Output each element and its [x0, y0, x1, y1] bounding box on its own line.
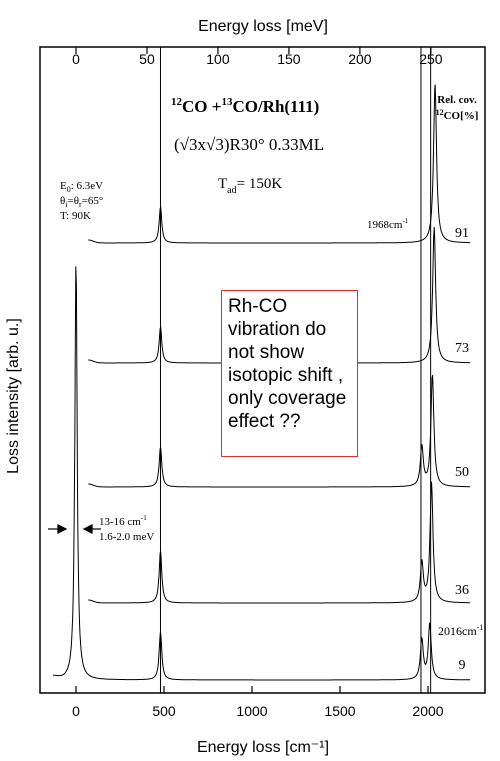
theta-label: θi=θr=65°	[60, 195, 103, 209]
top-tick-label: 50	[139, 51, 155, 67]
spectrum-line	[88, 375, 471, 488]
annotation-line: Rh-CO	[228, 296, 288, 317]
bottom-axis-ticks: 0 500 1000 1500 2000	[72, 686, 444, 719]
top-axis-title: Energy loss [meV]	[198, 18, 328, 35]
series-labels: 91 73 50 36 9	[455, 226, 469, 673]
y-axis-title: Loss intensity [arb. u.]	[5, 318, 22, 474]
bottom-tick-label: 0	[72, 703, 80, 719]
spectrum-line	[88, 84, 471, 244]
bottom-tick-label: 1000	[236, 703, 267, 719]
peak-1968-label: 1968cm-1	[367, 217, 409, 231]
series-label: 50	[455, 465, 469, 480]
annotation-line: vibration do	[228, 319, 327, 340]
top-tick-label: 250	[419, 51, 443, 67]
series-label: 91	[455, 226, 469, 241]
tad-label: Tad= 150K	[218, 176, 282, 196]
top-axis-ticks: 0 50 100 150 200 250	[72, 47, 443, 67]
fwhm-arrows	[48, 524, 101, 534]
reference-lines	[159, 47, 432, 693]
structure-label: (√3x√3)R30° 0.33ML	[174, 135, 324, 154]
top-tick-label: 0	[72, 51, 80, 67]
e0-label: E0: 6.3eV	[60, 180, 103, 194]
series-label: 36	[455, 583, 469, 598]
annotation-line: not show	[228, 342, 305, 363]
bottom-axis-title: Energy loss [cm⁻¹]	[197, 739, 329, 756]
fwhm-cm-label: 13-16 cm-1	[99, 514, 147, 528]
bottom-tick-label: 2000	[412, 703, 443, 719]
series-label: 9	[459, 658, 466, 673]
plot-frame	[39, 46, 486, 694]
top-tick-label: 200	[348, 51, 372, 67]
legend-header-line2: 12CO[%]	[436, 108, 479, 122]
top-tick-label: 100	[206, 51, 230, 67]
annotation-note: Rh-CO vibration do not show isotopic shi…	[221, 290, 358, 457]
annotation-line: effect ??	[228, 411, 301, 432]
series-label: 73	[455, 341, 469, 356]
bottom-tick-label: 1500	[324, 703, 355, 719]
annotation-line: isotopic shift ,	[228, 365, 344, 386]
spectrum-line	[88, 481, 471, 604]
peak-2016-label: 2016cm-1	[438, 623, 483, 638]
top-tick-label: 150	[277, 51, 301, 67]
annotation-line: only coverage	[228, 388, 347, 409]
fwhm-mev-label: 1.6-2.0 meV	[99, 531, 154, 543]
spectrum-line	[53, 266, 471, 681]
temperature-label: T: 90K	[60, 210, 91, 222]
bottom-tick-label: 500	[152, 703, 176, 719]
chart-title: 12CO +13CO/Rh(111)	[171, 96, 319, 116]
legend-header-line1: Rel. cov.	[437, 94, 477, 106]
